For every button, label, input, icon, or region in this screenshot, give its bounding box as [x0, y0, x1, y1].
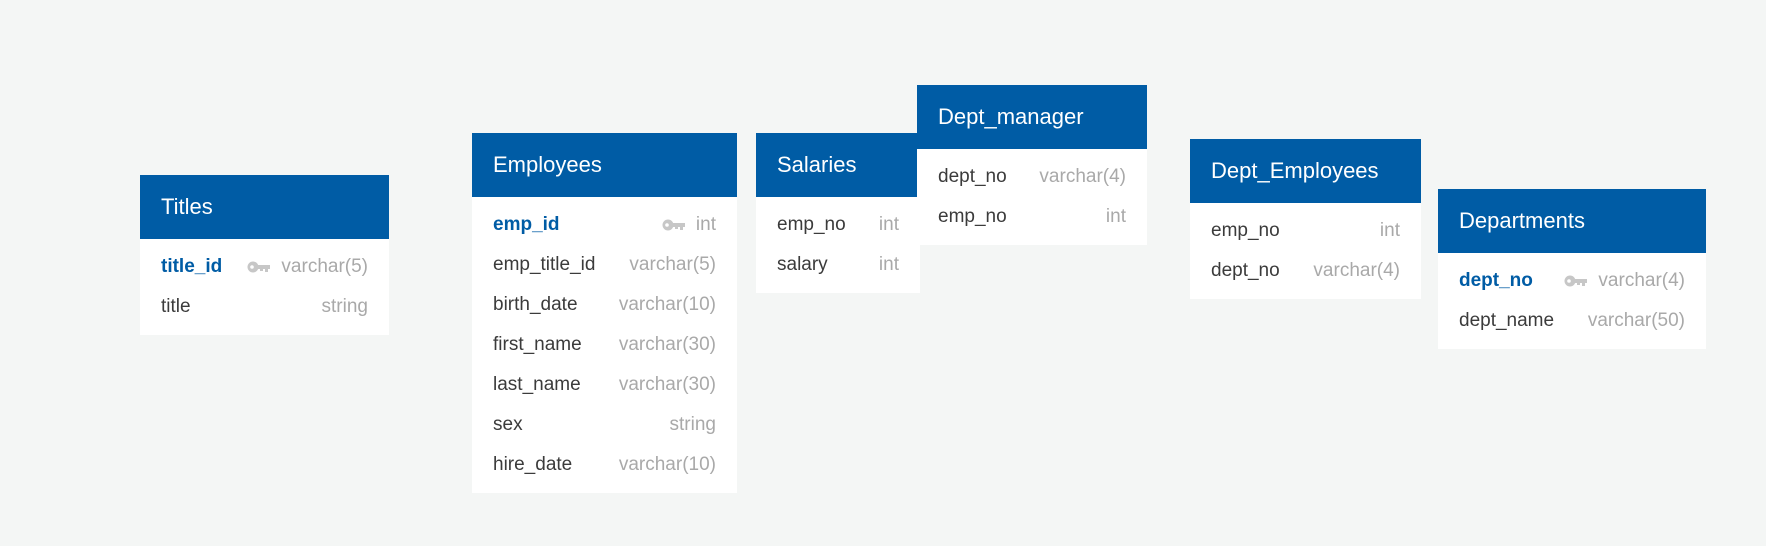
field-type: varchar(10) — [618, 294, 716, 315]
field-name: dept_no — [1459, 270, 1533, 291]
primary-key-row[interactable]: title_id varchar(5) — [140, 247, 389, 287]
key-icon — [1564, 274, 1588, 288]
field-type: int — [1105, 206, 1126, 227]
field-meta: varchar(10) — [619, 294, 716, 316]
field-list: dept_no varchar(4) emp_no int — [917, 149, 1147, 245]
field-meta: string — [322, 296, 368, 318]
field-type: varchar(4) — [1598, 270, 1685, 291]
field-type: string — [321, 296, 368, 317]
table-header[interactable]: Titles — [140, 175, 389, 239]
field-meta: int — [1380, 220, 1400, 242]
key-icon — [662, 218, 686, 232]
field-type: varchar(5) — [281, 256, 368, 277]
field-row[interactable]: sex string — [472, 405, 737, 445]
table-header[interactable]: Departments — [1438, 189, 1706, 253]
table-title: Departments — [1459, 208, 1585, 233]
field-row[interactable]: emp_title_id varchar(5) — [472, 245, 737, 285]
field-list: title_id varchar(5) title string — [140, 239, 389, 335]
field-meta: varchar(10) — [619, 454, 716, 476]
field-name: hire_date — [493, 454, 573, 475]
field-meta: varchar(50) — [1588, 310, 1685, 332]
table-title: Dept_manager — [938, 104, 1084, 129]
field-meta: varchar(5) — [629, 254, 716, 276]
field-name: emp_id — [493, 214, 560, 235]
field-type: int — [695, 214, 716, 235]
field-name: first_name — [493, 334, 582, 355]
table-dept-manager[interactable]: Dept_manager dept_no varchar(4) emp_no int — [917, 85, 1147, 245]
table-title: Dept_Employees — [1211, 158, 1379, 183]
field-row[interactable]: birth_date varchar(10) — [472, 285, 737, 325]
field-meta: varchar(5) — [247, 256, 368, 278]
field-type: varchar(30) — [618, 374, 716, 395]
field-type: string — [669, 414, 716, 435]
field-row[interactable]: first_name varchar(30) — [472, 325, 737, 365]
field-meta: int — [662, 214, 716, 236]
table-dept-employees[interactable]: Dept_Employees emp_no int dept_no varchar(4) — [1190, 139, 1421, 299]
field-name: emp_title_id — [493, 254, 596, 275]
field-row[interactable]: emp_no int — [1190, 211, 1421, 251]
field-meta: varchar(4) — [1039, 166, 1126, 188]
field-name: emp_no — [938, 206, 1007, 227]
field-type: varchar(10) — [618, 454, 716, 475]
table-title: Employees — [493, 152, 602, 177]
field-row[interactable]: dept_no varchar(4) — [1190, 251, 1421, 291]
field-row[interactable]: emp_no int — [917, 197, 1147, 237]
field-type: int — [878, 254, 899, 275]
field-type: int — [878, 214, 899, 235]
field-list: emp_no int dept_no varchar(4) — [1190, 203, 1421, 299]
table-header[interactable]: Dept_Employees — [1190, 139, 1421, 203]
field-name: title — [161, 296, 191, 317]
field-name: dept_no — [938, 166, 1007, 187]
field-row[interactable]: title string — [140, 287, 389, 327]
key-icon — [247, 260, 271, 274]
field-name: emp_no — [777, 214, 846, 235]
field-list: emp_id int emp_title_id varchar(5) birth_dat… — [472, 197, 737, 493]
field-row[interactable]: dept_no varchar(4) — [917, 157, 1147, 197]
field-name: sex — [493, 414, 523, 435]
field-row[interactable]: hire_date varchar(10) — [472, 445, 737, 485]
field-meta: varchar(4) — [1313, 260, 1400, 282]
field-meta: string — [670, 414, 716, 436]
field-name: last_name — [493, 374, 581, 395]
table-title: Salaries — [777, 152, 857, 177]
field-type: int — [1379, 220, 1400, 241]
field-list: dept_no varchar(4) dept_name varchar(50) — [1438, 253, 1706, 349]
field-row[interactable]: last_name varchar(30) — [472, 365, 737, 405]
field-name: dept_no — [1211, 260, 1280, 281]
table-titles[interactable]: Titles title_id varchar(5) title string — [140, 175, 389, 335]
field-type: varchar(30) — [618, 334, 716, 355]
primary-key-row[interactable]: dept_no varchar(4) — [1438, 261, 1706, 301]
table-header[interactable]: Employees — [472, 133, 737, 197]
field-row[interactable]: emp_no int — [756, 205, 920, 245]
field-meta: int — [1106, 206, 1126, 228]
field-meta: int — [879, 254, 899, 276]
field-name: salary — [777, 254, 828, 275]
field-type: varchar(4) — [1313, 260, 1400, 281]
field-row[interactable]: dept_name varchar(50) — [1438, 301, 1706, 341]
table-employees[interactable]: Employees emp_id int emp_title_id varchar(5)… — [472, 133, 737, 493]
table-title: Titles — [161, 194, 213, 219]
field-name: emp_no — [1211, 220, 1280, 241]
field-meta: varchar(4) — [1564, 270, 1685, 292]
field-name: title_id — [161, 256, 223, 277]
field-type: varchar(5) — [629, 254, 716, 275]
field-row[interactable]: salary int — [756, 245, 920, 285]
field-meta: varchar(30) — [619, 334, 716, 356]
field-meta: int — [879, 214, 899, 236]
field-name: birth_date — [493, 294, 578, 315]
field-type: varchar(50) — [1587, 310, 1685, 331]
primary-key-row[interactable]: emp_id int — [472, 205, 737, 245]
field-type: varchar(4) — [1039, 166, 1126, 187]
table-departments[interactable]: Departments dept_no varchar(4) dept_name var… — [1438, 189, 1706, 349]
field-name: dept_name — [1459, 310, 1555, 331]
field-meta: varchar(30) — [619, 374, 716, 396]
table-header[interactable]: Dept_manager — [917, 85, 1147, 149]
table-header[interactable]: Salaries — [756, 133, 920, 197]
